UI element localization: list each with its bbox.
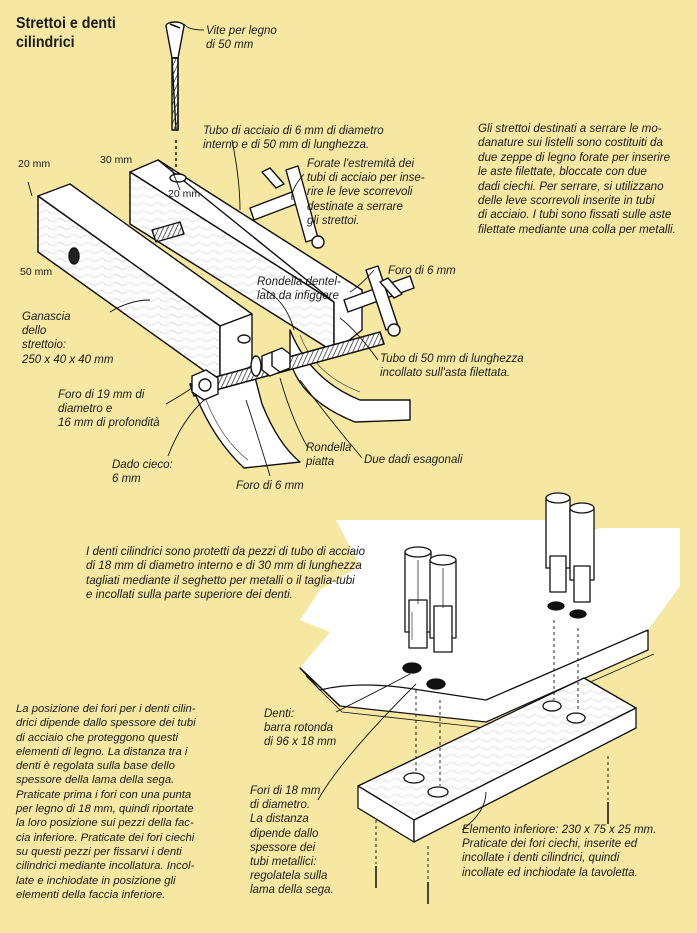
back-jaw	[129, 159, 411, 423]
label-hex-nuts: Due dadi esagonali	[364, 454, 463, 466]
label-flat-washer: Rondella piatta	[306, 442, 352, 469]
alignment-lines	[375, 620, 609, 880]
label-tube: Tubo di acciaio di 6 mm di diametro inte…	[203, 125, 384, 152]
dim-50mm: 50 mm	[20, 266, 53, 278]
label-holes-18mm: Fori di 18 mm di diametro. La distanza d…	[250, 785, 334, 897]
peg-left-2	[429, 554, 457, 653]
t-handle-upper	[249, 165, 325, 249]
intro-paragraph: Gli strettoi destinati a serrare le mo- …	[478, 122, 676, 236]
clamp-assembly	[27, 21, 415, 477]
peg-right-2	[569, 502, 595, 603]
label-toothed-washer: Rondella dentel- lata da infiggere	[257, 276, 341, 303]
teeth-assembly	[299, 492, 680, 904]
label-jaw: Ganascia dello strettoio: 250 x 40 x 40 …	[22, 311, 114, 366]
dim-30mm: 30 mm	[100, 154, 133, 166]
label-hole-19mm: Foro di 19 mm di diametro e 16 mm di pro…	[58, 389, 160, 430]
dim-20mm-left: 20 mm	[18, 158, 51, 170]
label-hole-6mm-b: Foro di 6 mm	[236, 480, 304, 492]
label-bore: Forate l'estremità dei tubi di acciaio p…	[307, 158, 425, 227]
teeth-paragraph: I denti cilindrici sono protetti da pezz…	[86, 545, 366, 602]
label-hole-6mm-a: Foro di 6 mm	[388, 265, 456, 277]
nails	[375, 802, 609, 904]
lower-element	[357, 677, 637, 843]
label-pegs: Denti: barra rotonda di 96 x 18 mm	[264, 708, 337, 749]
cap-nut	[191, 369, 219, 401]
peg-right-1	[545, 492, 571, 593]
label-cap-nut: Dado cieco: 6 mm	[112, 459, 173, 486]
wood-screw	[165, 21, 185, 168]
leader-lines	[27, 23, 379, 477]
holes-paragraph: La posizione dei fori per i denti cilin-…	[16, 703, 196, 901]
peg-left-1	[404, 546, 432, 649]
label-screw: Vite per legno di 50 mm	[206, 25, 277, 52]
front-jaw	[37, 183, 301, 469]
t-handle-lower	[343, 265, 415, 337]
label-lower-element: Elemento inferiore: 230 x 75 x 25 mm. Pr…	[462, 824, 657, 879]
label-tube-50mm: Tubo di 50 mm di lunghezza incollato sul…	[380, 353, 524, 380]
page-title: Strettoi e denti cilindrici	[16, 15, 116, 51]
dim-20mm-right: 20 mm	[168, 188, 201, 200]
hex-nuts	[250, 347, 291, 377]
